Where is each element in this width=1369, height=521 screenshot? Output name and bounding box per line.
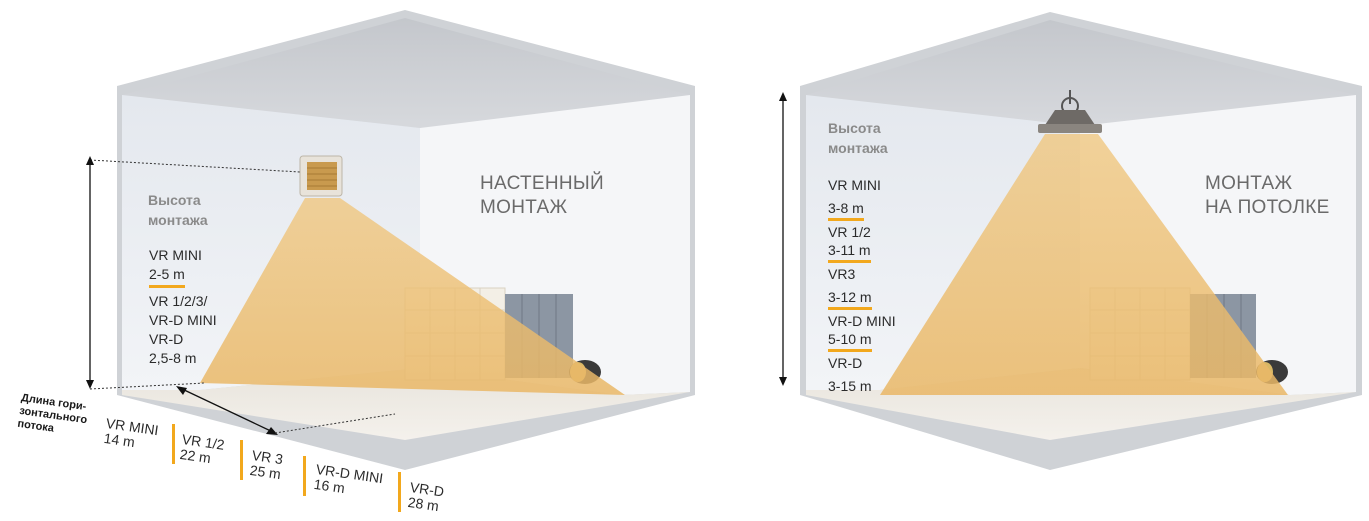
wall-mount-title-line2: МОНТАЖ	[480, 197, 568, 218]
flow-item: VR 1/2 22 m	[179, 431, 226, 468]
wall-heater	[299, 155, 343, 197]
ceiling-spec-model: VR MINI	[828, 177, 881, 193]
ceiling-height-heading-line2: монтажа	[828, 140, 888, 156]
wall-height-dimension	[86, 156, 301, 390]
flow-item: VR 3 25 m	[249, 447, 284, 482]
ceiling-height-heading: Высота монтажа	[828, 118, 888, 158]
ceiling-spec-model: VR3	[828, 266, 856, 282]
heat-beam	[200, 198, 625, 395]
wall-spec-range: 2-5 m	[149, 265, 185, 288]
ceiling-mount-title-line2: НА ПОТОЛКЕ	[1205, 197, 1330, 218]
wall-spec-model: VR MINI	[149, 247, 202, 263]
wall-height-specs: VR MINI 2-5 m VR 1/2/3/ VR-D MINI VR-D 2…	[149, 246, 217, 368]
ceiling-spec-range: 3-15 m	[828, 378, 872, 394]
ceiling-heater	[1038, 90, 1102, 133]
flow-length-dimension	[176, 386, 396, 435]
wall-mount-title: НАСТЕННЫЙ МОНТАЖ	[480, 172, 604, 220]
ceiling-height-specs: VR MINI 3-8 m VR 1/2 3-11 m VR3 3-12 m V…	[828, 176, 896, 395]
flow-separator	[398, 472, 401, 512]
wall-spec-model: VR 1/2/3/	[149, 293, 208, 309]
ceiling-height-dimension	[779, 92, 787, 386]
flow-item: VR-D 28 m	[407, 479, 445, 514]
wall-height-heading: Высота монтажа	[148, 190, 208, 230]
ceiling-height-heading-line1: Высота	[828, 120, 881, 136]
ceiling-mount-room	[800, 12, 1362, 470]
wall-spec-model: VR-D MINI	[149, 312, 217, 328]
flow-separator	[240, 440, 243, 480]
heat-beam	[880, 134, 1288, 395]
wall-spec-model: VR-D	[149, 331, 184, 347]
ceiling-spec-range: 3-11 m	[828, 241, 871, 263]
room-ceiling	[806, 20, 1356, 128]
ceiling-spec-model: VR-D	[828, 355, 863, 371]
wall-mount-room	[117, 10, 695, 470]
ceiling-mount-title: МОНТАЖ НА ПОТОЛКЕ	[1205, 172, 1330, 220]
room-ceiling	[122, 18, 690, 130]
ceiling-spec-range: 3-8 m	[828, 199, 864, 221]
wall-height-heading-line1: Высота	[148, 192, 201, 208]
flow-separator	[303, 456, 306, 496]
ceiling-spec-model: VR-D MINI	[828, 313, 896, 329]
flow-separator	[172, 424, 175, 464]
ceiling-spec-range: 5-10 m	[828, 330, 872, 352]
ceiling-mount-title-line1: МОНТАЖ	[1205, 173, 1293, 194]
wall-mount-title-line1: НАСТЕННЫЙ	[480, 173, 604, 194]
ceiling-spec-model: VR 1/2	[828, 224, 871, 240]
wall-height-heading-line2: монтажа	[148, 212, 208, 228]
ceiling-spec-range: 3-12 m	[828, 288, 872, 310]
wall-spec-range: 2,5-8 m	[149, 350, 197, 366]
